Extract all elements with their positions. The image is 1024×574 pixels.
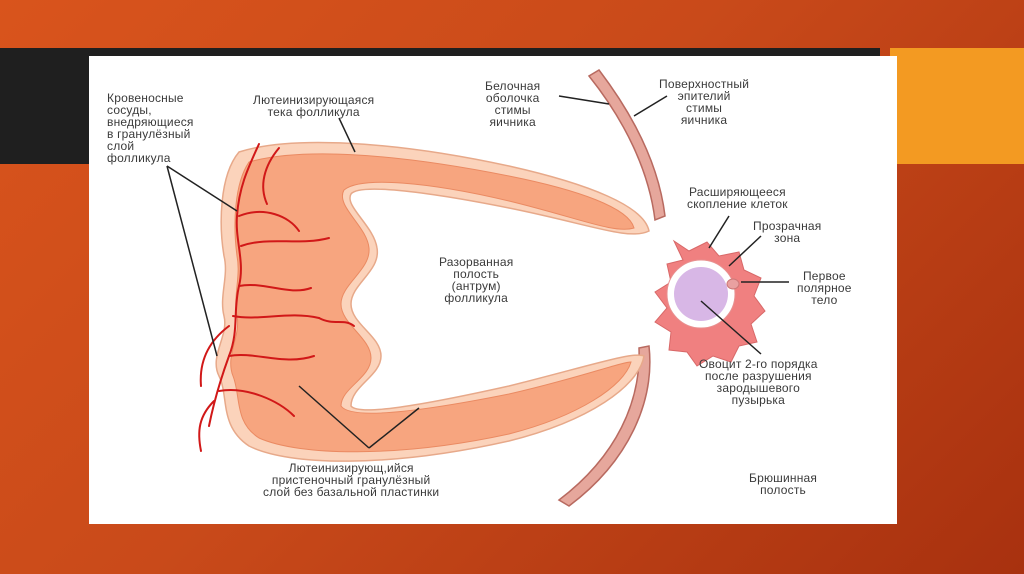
pointer-cluster xyxy=(708,215,730,249)
slide-accent-band xyxy=(890,48,1024,164)
label-zona-pellucida: Прозрачная зона xyxy=(753,219,822,245)
pointer-zona xyxy=(728,235,762,267)
pointer-albuginea xyxy=(558,95,610,105)
vessel-11 xyxy=(318,317,355,327)
granulosa-layer xyxy=(230,153,635,453)
label-luteinizing-granulosa: Лютеинизирующ,ийся пристеночный гранулёз… xyxy=(263,461,440,499)
label-ruptured-antrum: Разорванная полость (антрум) фолликула xyxy=(439,255,514,305)
vessel-5 xyxy=(232,314,320,319)
first-polar-body xyxy=(726,278,740,290)
pointer-lines xyxy=(166,95,789,449)
pointer-granulosa-b xyxy=(368,407,420,449)
blood-vessels xyxy=(198,143,355,452)
vessel-10 xyxy=(198,400,215,452)
label-tunica-albuginea: Белочная оболочка стимы яичника xyxy=(485,79,541,129)
ovarian-wall-upper xyxy=(587,69,666,222)
pointer-oocyte xyxy=(700,300,762,355)
vessel-8 xyxy=(262,147,280,205)
vessel-9 xyxy=(199,325,230,387)
pointer-granulosa-a xyxy=(298,385,370,449)
vessel-3 xyxy=(240,237,330,247)
label-luteinizing-theca: Лютеинизирующаяся тека фолликула xyxy=(253,93,375,119)
label-first-polar-body: Первое полярное тело xyxy=(797,269,852,307)
ovulation-diagram xyxy=(166,69,789,507)
diagram-panel: Кровеносные сосуды, внедряющиеся в грану… xyxy=(89,56,897,524)
vessel-2 xyxy=(238,211,300,232)
pointer-vessels-a xyxy=(166,165,238,212)
label-blood-vessels: Кровеносные сосуды, внедряющиеся в грану… xyxy=(107,91,194,165)
secondary-oocyte xyxy=(674,267,728,321)
pointer-theca xyxy=(338,117,356,153)
pointer-vessels-b xyxy=(166,165,218,357)
label-secondary-oocyte: Овоцит 2-го порядка после разрушения зар… xyxy=(699,357,818,407)
label-expanding-cell-cluster: Расширяющееся скопление клеток xyxy=(687,185,788,211)
vessel-4 xyxy=(238,284,312,292)
label-peritoneal-cavity: Брюшинная полость xyxy=(749,471,818,497)
label-surface-epithelium: Поверхностный эпителий стимы яичника xyxy=(659,77,750,127)
vessel-6 xyxy=(228,354,315,361)
vessel-7 xyxy=(218,389,295,417)
pointer-epithelium xyxy=(633,95,668,117)
